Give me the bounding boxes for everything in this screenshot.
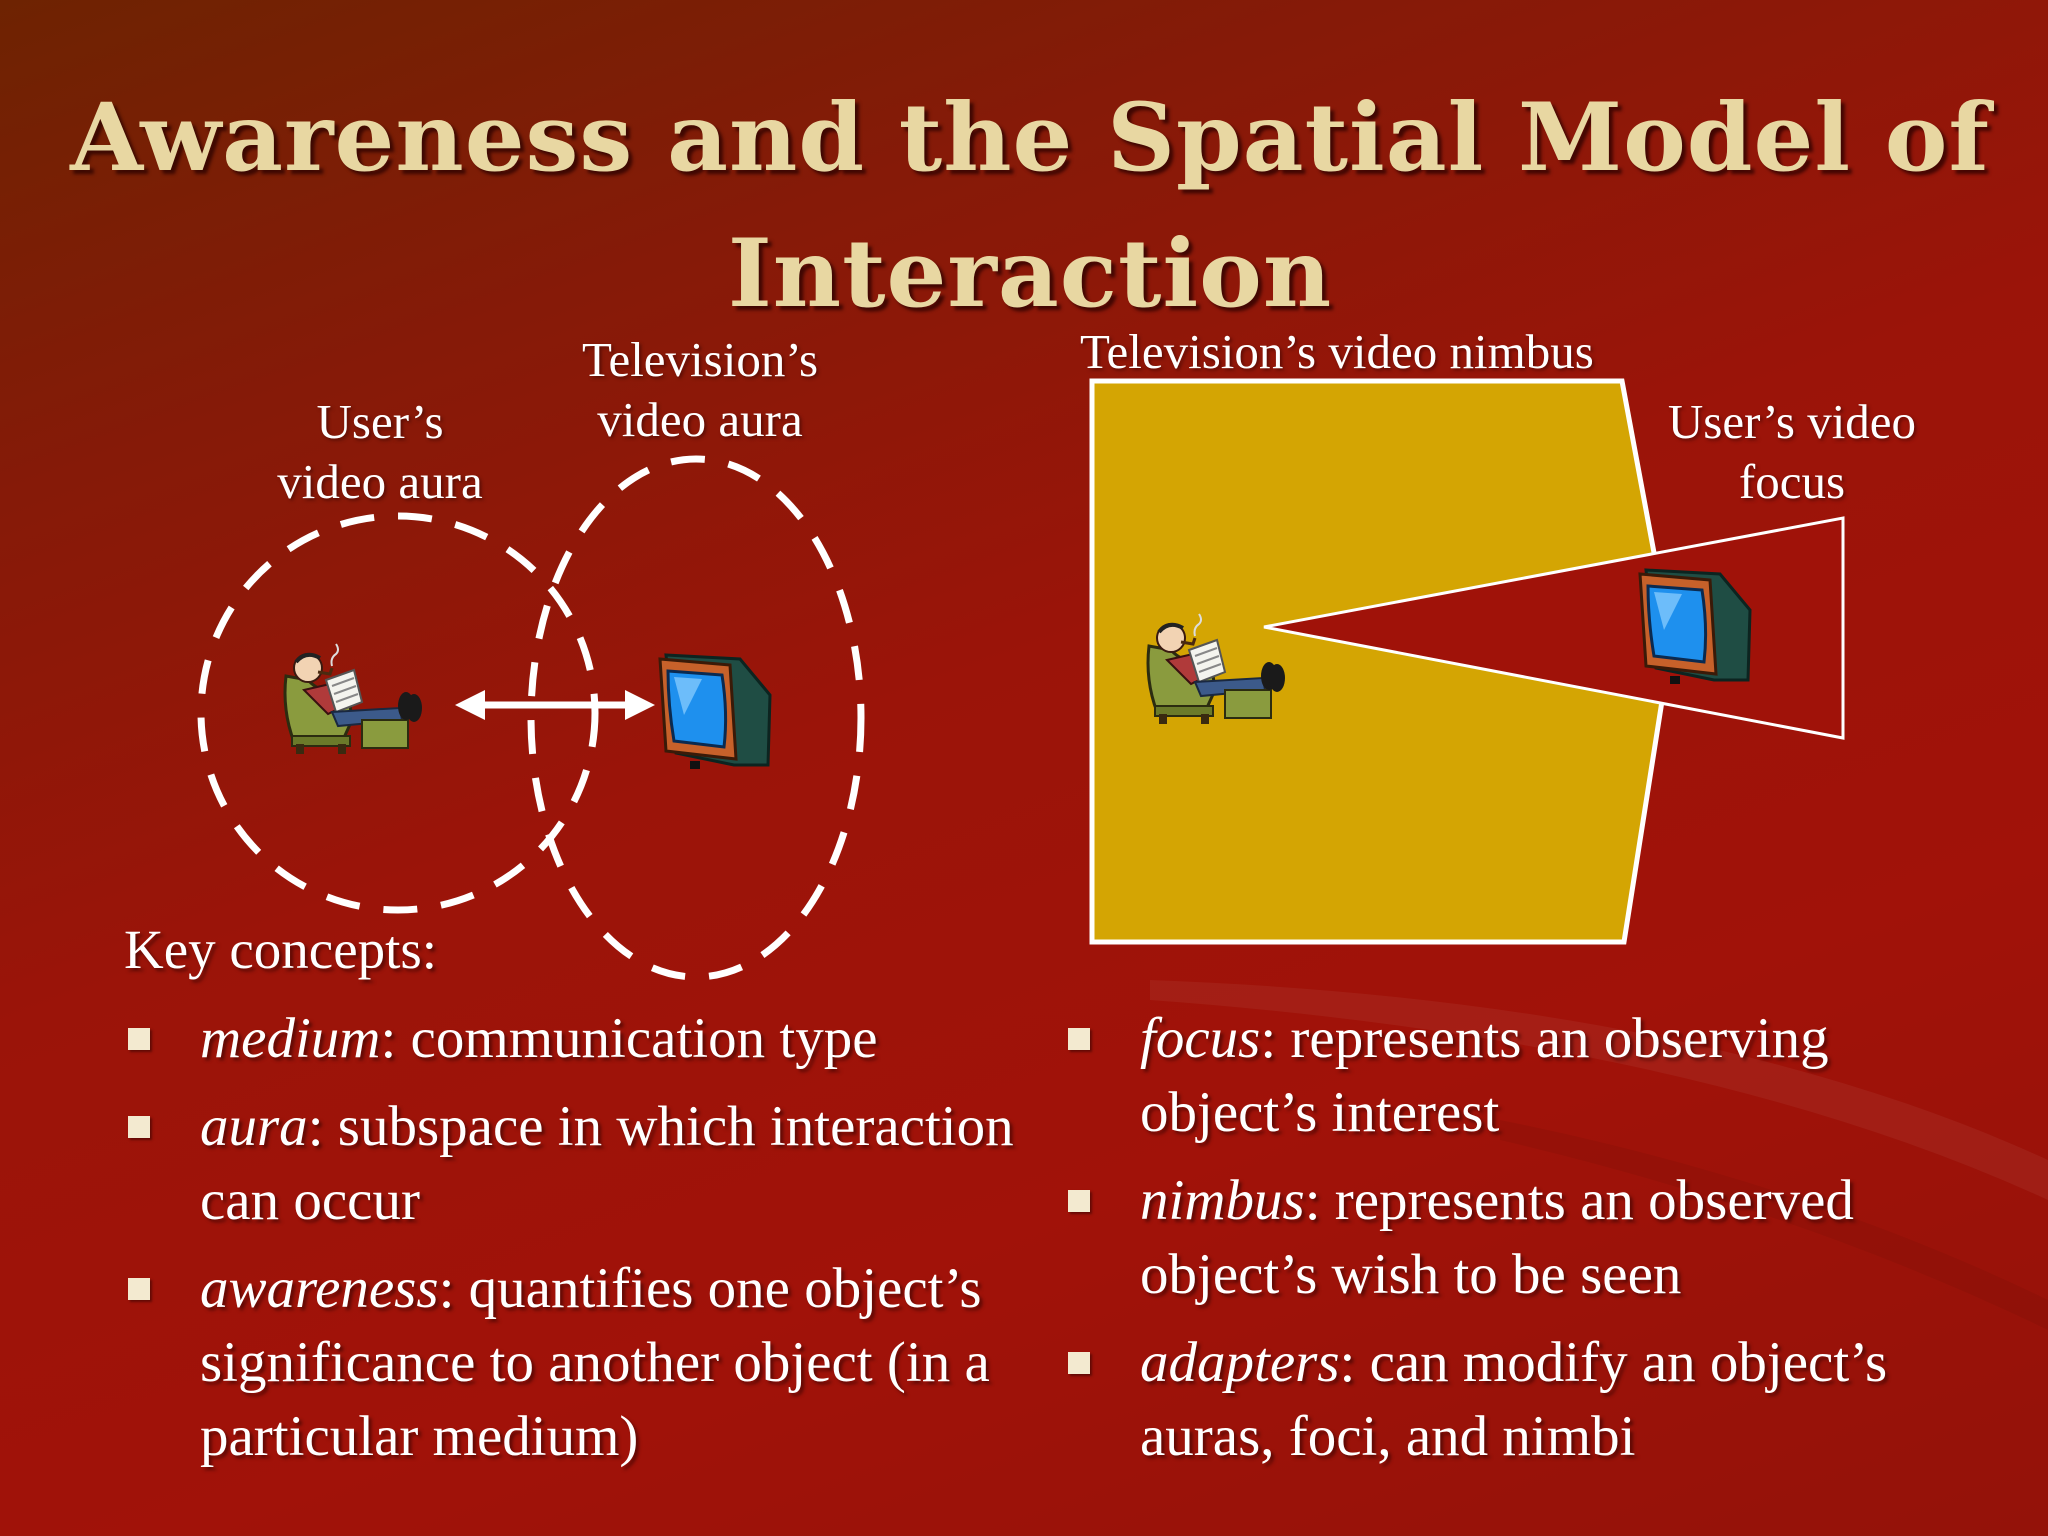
concept-item-adapters: adapters: can modify an object’s auras, …	[1064, 1326, 2004, 1474]
concept-definition: : can modify an object’s auras, foci, an…	[1140, 1331, 1888, 1468]
user-figure-icon	[283, 642, 424, 756]
title-line-2: Interaction	[727, 219, 1333, 329]
concept-item-aura: aura: subspace in which interaction can …	[124, 1090, 1044, 1238]
focus-label-line-2: focus	[1738, 454, 1846, 509]
concept-term: medium	[200, 1007, 381, 1070]
user-video-aura-label: User’s video aura	[220, 392, 540, 512]
key-concepts-heading: Key concepts:	[124, 919, 438, 980]
tv-video-aura-label: Television’s video aura	[540, 330, 860, 450]
concept-item-focus: focus: represents an observing object’s …	[1064, 1002, 2004, 1150]
concept-definition: : quantifies one object’s significance t…	[200, 1257, 990, 1468]
television-icon	[658, 653, 772, 771]
concept-item-medium: medium: communication type	[124, 1002, 1044, 1076]
tv-aura-label-line-2: video aura	[597, 392, 803, 447]
arrow-head-left-icon	[455, 690, 485, 720]
bullet-square-icon	[1068, 1190, 1090, 1212]
user-aura-label-line-1: User’s	[316, 394, 444, 449]
arrow-head-right-icon	[625, 690, 655, 720]
concept-term: aura	[200, 1095, 308, 1158]
concept-definition: : represents an observed object’s wish t…	[1140, 1169, 1854, 1306]
bullet-square-icon	[1068, 1028, 1090, 1050]
focus-label-line-1: User’s video	[1667, 394, 1917, 449]
tv-video-nimbus-label: Television’s video nimbus	[1080, 324, 1594, 379]
concept-term: nimbus	[1140, 1169, 1305, 1232]
tv-aura-ellipse	[527, 455, 865, 981]
slide-title: Awareness and the Spatial Model of Inter…	[70, 70, 1990, 342]
user-aura-circle	[197, 512, 599, 914]
tv-aura-label-line-1: Television’s	[581, 332, 819, 387]
key-concepts-left-list: medium: communication type aura: subspac…	[124, 1002, 1044, 1474]
bullet-square-icon	[128, 1278, 150, 1300]
concept-definition: : subspace in which interaction can occu…	[200, 1095, 1014, 1232]
title-line-1: Awareness and the Spatial Model of	[70, 83, 1990, 193]
concept-definition: : represents an observing object’s inter…	[1140, 1007, 1829, 1144]
bullet-square-icon	[1068, 1352, 1090, 1374]
concept-definition: : communication type	[380, 1007, 878, 1070]
concept-term: adapters	[1140, 1331, 1340, 1394]
concept-item-awareness: awareness: quantifies one object’s signi…	[124, 1252, 1044, 1474]
key-concepts-right-list: focus: represents an observing object’s …	[1064, 1002, 2004, 1474]
concept-item-nimbus: nimbus: represents an observed object’s …	[1064, 1164, 2004, 1312]
user-video-focus-label: User’s video focus	[1632, 392, 1952, 512]
user-aura-label-line-2: video aura	[277, 454, 483, 509]
bullet-square-icon	[128, 1028, 150, 1050]
concept-term: focus	[1140, 1007, 1261, 1070]
tv-nimbus-shape	[1089, 378, 1674, 945]
concept-term: awareness	[200, 1257, 439, 1320]
bullet-square-icon	[128, 1116, 150, 1138]
